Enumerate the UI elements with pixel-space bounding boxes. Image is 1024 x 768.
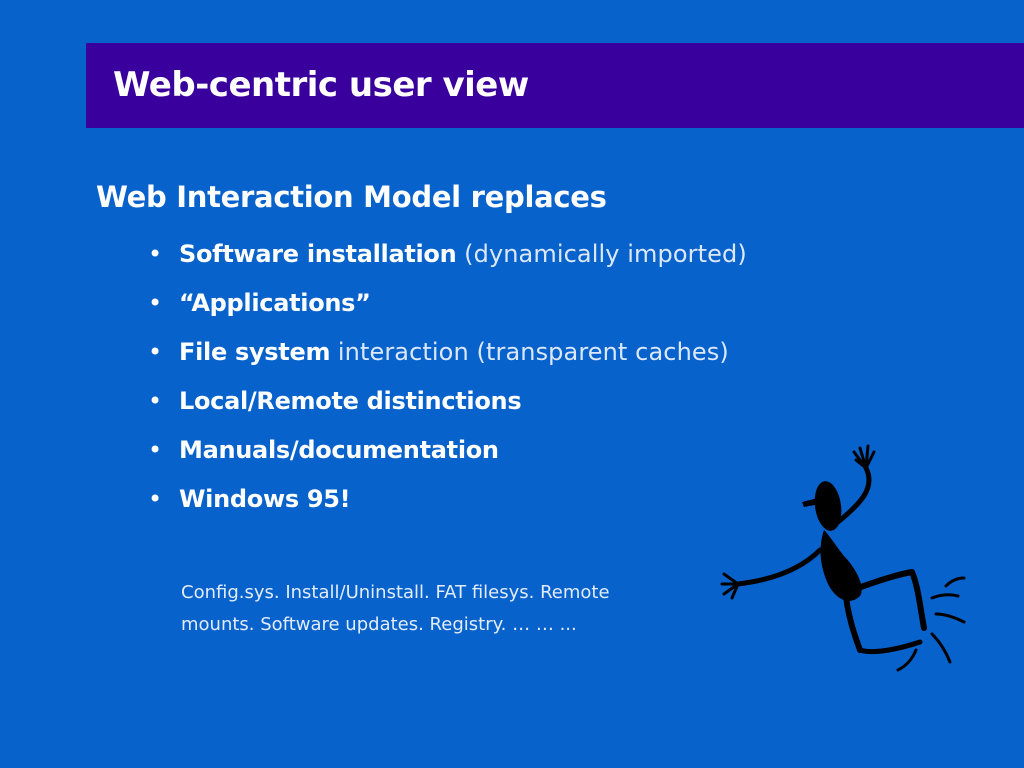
bullet-dot: • xyxy=(148,338,163,366)
jumping-stick-figure-icon xyxy=(720,444,966,672)
bullet-dot: • xyxy=(148,436,163,464)
bullet-list: • Software installation (dynamically imp… xyxy=(148,232,747,526)
bullet-dot: • xyxy=(148,485,163,513)
title-bar: Web-centric user view xyxy=(86,43,1024,128)
slide-title: Web-centric user view xyxy=(113,65,529,105)
bullet-item: • “Applications” xyxy=(148,281,747,330)
footnote-line: Config.sys. Install/Uninstall. FAT files… xyxy=(181,582,610,603)
bullet-bold-text: “Applications” xyxy=(179,289,371,317)
bullet-detail-text: (dynamically imported) xyxy=(456,240,747,268)
bullet-dot: • xyxy=(148,240,163,268)
bullet-bold-text: Windows 95! xyxy=(179,485,351,513)
bullet-dot: • xyxy=(148,387,163,415)
footnote: Config.sys. Install/Uninstall. FAT files… xyxy=(181,577,721,641)
bullet-item: • File system interaction (transparent c… xyxy=(148,330,747,379)
bullet-item: • Software installation (dynamically imp… xyxy=(148,232,747,281)
section-heading: Web Interaction Model replaces xyxy=(96,180,607,214)
bullet-bold-text: File system xyxy=(179,338,331,366)
footnote-line: mounts. Software updates. Registry. … … … xyxy=(181,614,577,635)
bullet-item: • Windows 95! xyxy=(148,477,747,526)
bullet-dot: • xyxy=(148,289,163,317)
bullet-item: • Manuals/documentation xyxy=(148,428,747,477)
bullet-bold-text: Software installation xyxy=(179,240,457,268)
bullet-bold-text: Manuals/documentation xyxy=(179,436,499,464)
bullet-detail-text: interaction (transparent caches) xyxy=(330,338,729,366)
bullet-item: • Local/Remote distinctions xyxy=(148,379,747,428)
bullet-bold-text: Local/Remote distinctions xyxy=(179,387,522,415)
